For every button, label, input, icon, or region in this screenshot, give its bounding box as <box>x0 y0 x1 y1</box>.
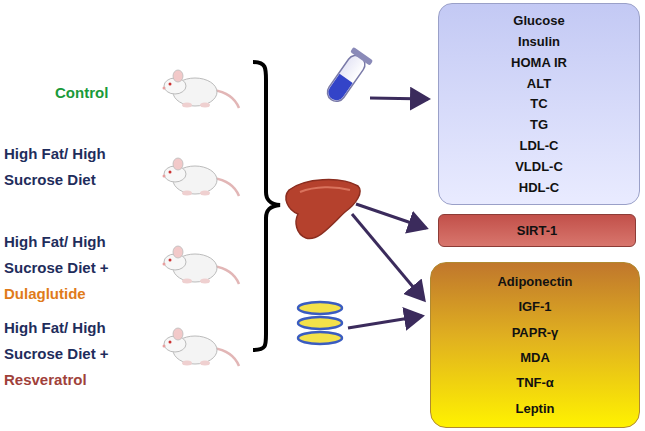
measure-box: GlucoseInsulinHOMA IR ALT TC TG LDL-C VLDL-C H… <box>438 3 640 205</box>
item-text: Adiponectin <box>497 274 572 289</box>
item-text: TC <box>530 96 547 111</box>
item-text: Glucose <box>513 13 564 28</box>
item-text: TG <box>530 117 548 132</box>
adipose-cells <box>298 302 342 344</box>
rat-icon <box>163 328 240 366</box>
marker-box: SIRT-1 <box>438 214 636 247</box>
item-text: MDA <box>520 350 550 365</box>
item-text: VLDL-C <box>515 159 563 174</box>
rat-icon <box>163 246 240 284</box>
item-text: HOMA IR <box>511 55 567 70</box>
item-text: ALT <box>527 76 551 91</box>
item-text: Insulin <box>518 34 560 49</box>
item-text: PAPR-γ <box>512 325 559 340</box>
item-text: IGF-1 <box>518 299 551 314</box>
item-text: HDL-C <box>519 180 559 195</box>
group-label: High Fat/ High Sucrose Diet + <box>4 315 134 367</box>
group-label: High Fat/ High Sucrose Diet <box>4 141 134 193</box>
marker-box: AdiponectinIGF-1PAPR-γMDA TNF-αLeptin <box>430 262 640 428</box>
group-label: High Fat/ High Sucrose Diet + <box>4 229 134 281</box>
group-label: Dulaglutide <box>4 281 134 307</box>
test-tube <box>321 47 373 107</box>
arrow <box>348 98 428 328</box>
liver-icon <box>286 180 360 239</box>
group-label: Control <box>55 80 165 106</box>
group-label: Resveratrol <box>4 367 134 393</box>
item-text: TNF-α <box>516 375 554 390</box>
rat-icon <box>163 70 240 108</box>
bracket <box>253 62 280 350</box>
rat-icon <box>163 158 240 196</box>
item-text: LDL-C <box>520 138 559 153</box>
item-text: Leptin <box>516 401 555 416</box>
item-text: SIRT-1 <box>517 223 557 238</box>
